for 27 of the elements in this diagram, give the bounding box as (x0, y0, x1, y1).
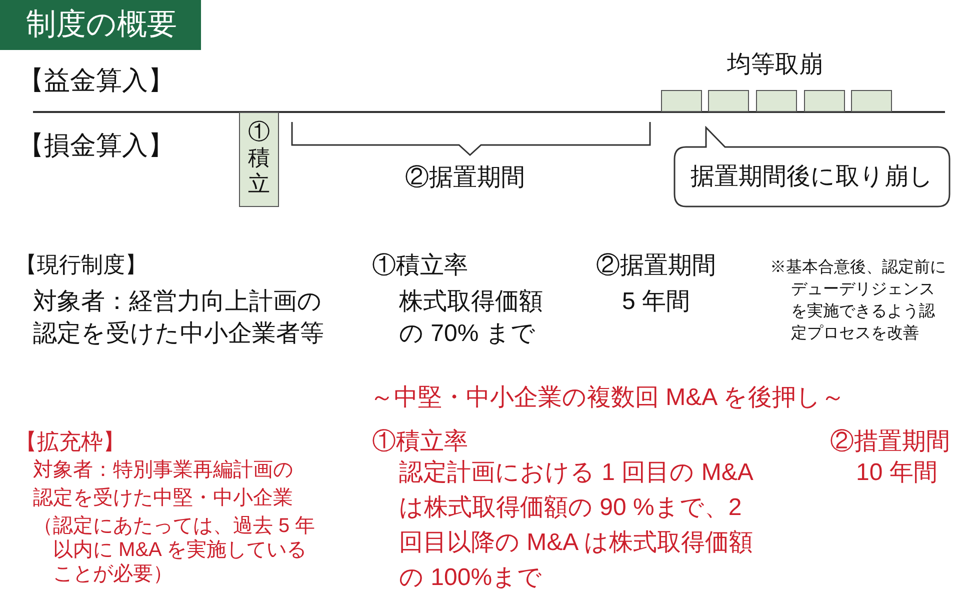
note-text: （認定にあたっては、過去 5 年以内に M&A を実施していることが必要） (33, 514, 316, 586)
item-heading: ①積立率 (372, 251, 468, 281)
period-label: ②据置期間 (405, 163, 525, 193)
installment-box (851, 90, 892, 112)
section-title: 制度の概要 (0, 0, 201, 50)
section-heading: 【拡充枠】 (15, 428, 125, 456)
eligibility-text: 対象者：経営力向上計画の認定を受けた中小企業者等 (33, 287, 325, 349)
installment-box (756, 90, 797, 112)
period-label: 均等取崩 (727, 50, 823, 80)
callout-text: 据置期間後に取り崩し (690, 162, 934, 192)
period-text: 10 年間 (856, 458, 938, 488)
rate-text: 認定計画における 1 回目の M&Aは株式取得価額の 90 %まで、2 回目以降の M&A は株式取得価額の 100%まで (399, 458, 754, 593)
row-label: 【益金算入】 (18, 64, 174, 97)
period-text: 5 年間 (622, 287, 690, 317)
eligibility-text: 対象者：特別事業再編計画の認定を受けた中堅・中小企業 (33, 458, 294, 511)
reserve-box: ①積立 (239, 112, 279, 207)
installment-box (661, 90, 702, 112)
section-heading: 【現行制度】 (15, 251, 147, 279)
item-heading: ②措置期間 (830, 427, 950, 457)
rate-text: 株式取得価額の 70% まで (399, 287, 544, 349)
item-heading: ②据置期間 (596, 251, 716, 281)
installment-box (804, 90, 845, 112)
tagline: ～中堅・中小企業の複数回 M&A を後押し～ (370, 383, 846, 413)
note-text: ※基本合意後、認定前にデューデリジェンスを実施できるよう認定プロセスを改善 (770, 258, 947, 344)
item-heading: ①積立率 (372, 427, 468, 457)
installment-box (708, 90, 749, 112)
row-label: 【損金算入】 (18, 129, 174, 162)
